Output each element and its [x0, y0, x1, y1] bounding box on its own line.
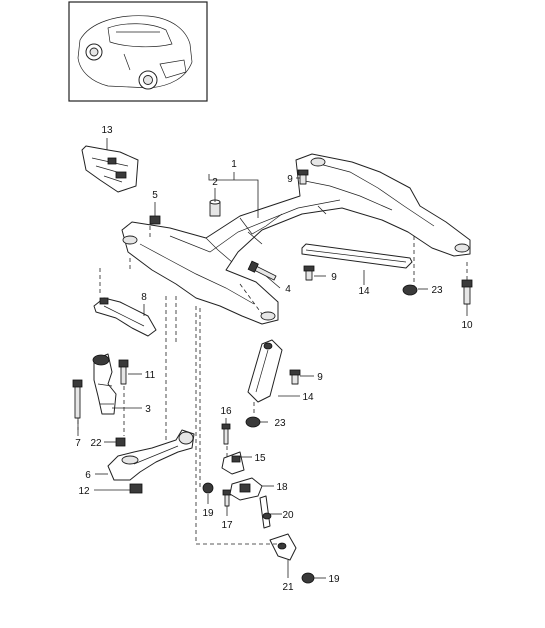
callout-5: 5: [152, 190, 158, 201]
callout-18: 18: [276, 482, 288, 493]
part-16-bolt: [221, 423, 231, 445]
callout-23-lower: 23: [274, 418, 286, 429]
callout-11: 11: [145, 370, 156, 381]
part-14-brace-upper: [301, 243, 413, 269]
part-21-bracket: [269, 533, 297, 561]
part-19-nut-upper: [202, 482, 214, 494]
callout-9-mid: 9: [331, 272, 337, 283]
callout-21: 21: [282, 582, 294, 593]
part-3-mount: [92, 353, 117, 415]
callout-2: 2: [212, 177, 218, 188]
callout-10: 10: [461, 320, 473, 331]
part-10-bolt: [461, 279, 473, 305]
part-22-nut: [115, 437, 126, 447]
part-1-subframe: [121, 153, 471, 325]
part-9-bolt-upper: [297, 169, 309, 185]
callout-14-lower: 14: [302, 392, 314, 403]
callout-6: 6: [85, 470, 91, 481]
part-17-bolt: [222, 489, 232, 507]
callout-23-upper: 23: [431, 285, 443, 296]
leader-lines: [77, 138, 468, 579]
part-7-bolt: [72, 379, 83, 419]
callout-9-upper: 9: [287, 174, 293, 185]
part-23-nut-upper: [402, 284, 418, 296]
vehicle-thumbnail: [68, 1, 208, 102]
part-23-nut-lower: [245, 416, 261, 428]
part-9-bolt-lower: [289, 369, 301, 385]
callout-3: 3: [145, 404, 151, 415]
callout-8: 8: [141, 292, 147, 303]
part-2-bushing: [209, 199, 221, 217]
part-13-shield: [81, 145, 139, 193]
callout-19-upper: 19: [202, 508, 214, 519]
callout-1: 1: [231, 159, 237, 170]
part-11-bolt: [118, 359, 129, 385]
part-5-nut: [149, 215, 161, 225]
callout-14-upper: 14: [358, 286, 370, 297]
part-20-link: [259, 495, 272, 529]
part-12-nut: [129, 483, 143, 494]
callout-labels: 13 1 2 5 9 9 14 23 10 4 8 11 3 7 22 6 12…: [75, 125, 473, 593]
callout-7: 7: [75, 438, 81, 449]
part-14-brace-lower: [247, 339, 283, 403]
part-9-bolt-mid: [303, 265, 315, 281]
callout-12: 12: [78, 486, 90, 497]
dashed-guides: [77, 226, 468, 545]
part-18-sensor: [229, 477, 263, 501]
callout-17: 17: [221, 520, 233, 531]
part-4-bolt: [247, 260, 277, 281]
callout-13: 13: [101, 125, 113, 136]
callout-19-lower: 19: [328, 574, 340, 585]
callout-4: 4: [285, 284, 291, 295]
callout-16: 16: [220, 406, 232, 417]
callout-20: 20: [282, 510, 294, 521]
callout-9-lower: 9: [317, 372, 323, 383]
callout-22: 22: [90, 438, 102, 449]
part-15-bracket: [221, 451, 245, 475]
part-6-control-arm: [107, 429, 195, 481]
callout-15: 15: [254, 453, 266, 464]
part-8-bracket: [93, 297, 157, 337]
part-19-nut-lower: [301, 572, 315, 584]
